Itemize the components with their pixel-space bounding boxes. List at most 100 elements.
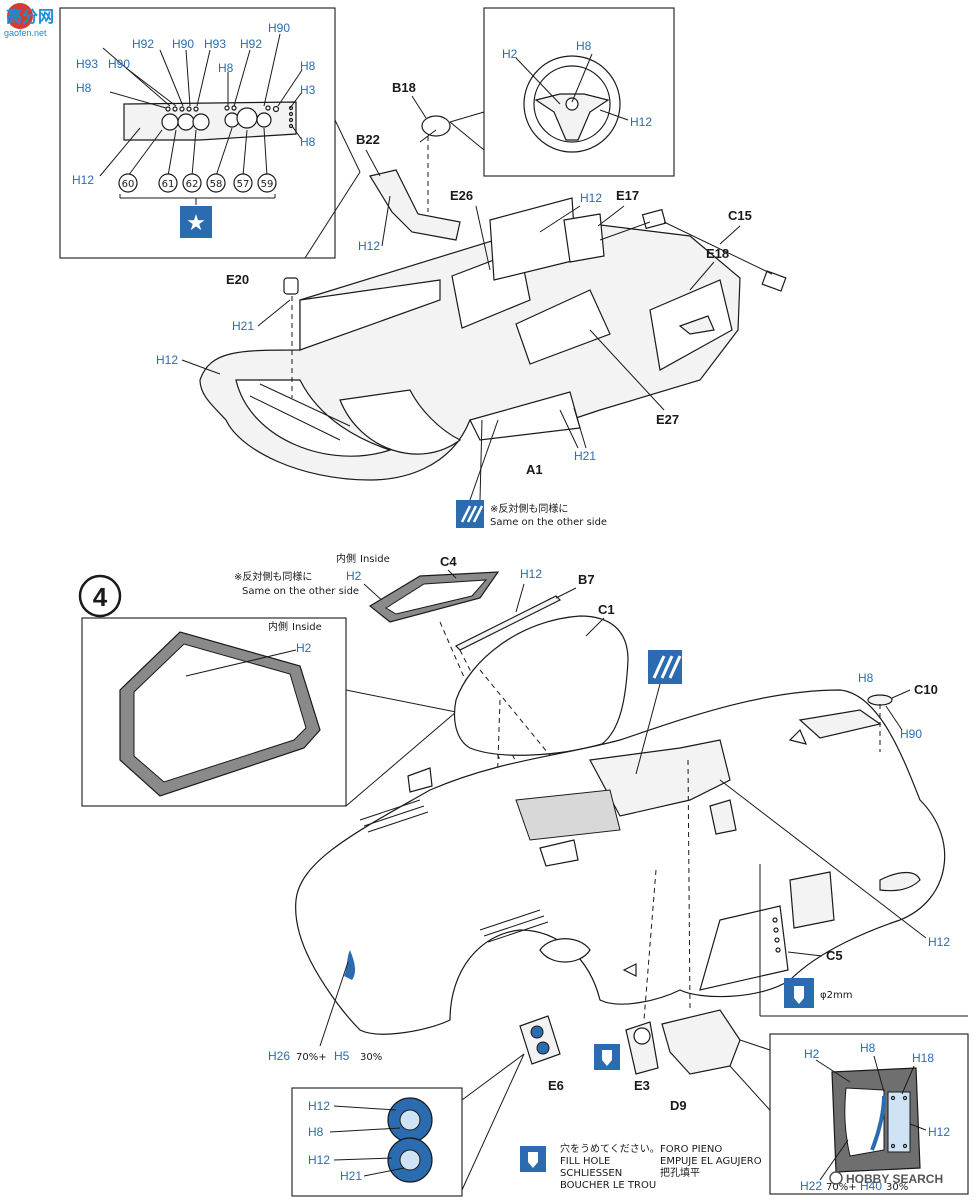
fill-hole-de: SCHLIESSEN <box>560 1168 622 1179</box>
side-intake <box>789 871 835 929</box>
paint-code-h26: H26 <box>268 1049 290 1063</box>
gauge-number: 59 <box>261 179 274 190</box>
paint-code-h40: H40 <box>860 1179 882 1193</box>
mix-ratio: 70%+ <box>296 1052 327 1063</box>
part-label-e17: E17 <box>616 188 639 203</box>
steering-spokes <box>534 93 610 141</box>
part-label-c4: C4 <box>440 554 457 569</box>
paint-code-h8: H8 <box>218 61 234 75</box>
paint-code-h2: H2 <box>296 641 312 655</box>
paint-code-h8: H8 <box>300 135 316 149</box>
part-e17 <box>563 213 605 263</box>
fill-hole-es: EMPUJE EL AGUJERO <box>660 1156 762 1167</box>
wheel-arch-right <box>339 389 462 455</box>
mix-ratio: 70%+ <box>826 1182 857 1193</box>
body-shell <box>295 689 946 1035</box>
inside-label-en: Inside <box>292 622 322 633</box>
mirror-right <box>539 839 579 867</box>
part-label-c10: C10 <box>914 682 938 697</box>
same-other-side-icon <box>648 650 682 684</box>
site-watermark: 高分网 gaofen.net <box>4 3 54 38</box>
side-light-blue <box>344 950 356 980</box>
fill-hole-fr: BOUCHER LE TROU <box>560 1180 656 1191</box>
paint-code-h5: H5 <box>334 1049 350 1063</box>
inside-label-jp: 内側 <box>336 552 356 565</box>
step-number: 4 <box>93 582 108 612</box>
part-label-e6: E6 <box>548 1078 564 1093</box>
paint-code-h12: H12 <box>630 115 652 129</box>
fill-hole-cn: 把孔填平 <box>660 1166 700 1179</box>
part-label-b18: B18 <box>392 80 416 95</box>
note-jp: ※反対側も同様に <box>490 502 568 515</box>
part-label-b22: B22 <box>356 132 380 147</box>
paint-code-h12: H12 <box>520 567 542 581</box>
chassis-tub-assembly: E26 E17 H12 C15 E18 E20 H21 H12 E27 A1 H… <box>156 188 787 528</box>
part-d9 <box>661 1009 741 1075</box>
part-label-c15: C15 <box>728 208 752 223</box>
paint-code-h22: H22 <box>800 1179 822 1193</box>
paint-code-h8: H8 <box>300 59 316 73</box>
paint-code-h90: H90 <box>172 37 194 51</box>
gauge-number-list: 60 61 62 58 57 59 <box>118 173 277 193</box>
part-label-a1: A1 <box>526 462 543 477</box>
part-c15-front <box>641 208 667 230</box>
part-label-d9: D9 <box>670 1098 687 1113</box>
gauge-number: 61 <box>162 179 175 190</box>
chassis-floor-a1 <box>199 219 741 481</box>
part-label-e18: E18 <box>706 246 729 261</box>
paint-code-h8: H8 <box>860 1041 876 1055</box>
part-b18 <box>421 115 451 137</box>
gauge-number: 62 <box>186 179 199 190</box>
seat-well <box>515 789 621 841</box>
paint-code-h21: H21 <box>340 1169 362 1183</box>
part-label-c1: C1 <box>598 602 615 617</box>
paint-code-h12: H12 <box>928 935 950 949</box>
hub-detail-frame <box>291 1087 463 1197</box>
part-label-e27: E27 <box>656 412 679 427</box>
paint-code-h92: H92 <box>132 37 154 51</box>
part-label-e26: E26 <box>450 188 473 203</box>
paint-code-h21: H21 <box>232 319 254 333</box>
part-c10 <box>867 694 893 706</box>
note-en: Same on the other side <box>242 586 359 597</box>
same-side-icon-canopy <box>635 650 682 775</box>
paint-mix-1: H26 70%+ H5 30% <box>268 961 382 1063</box>
steering-wheel-detail-box: H2 H8 H12 <box>449 7 675 177</box>
mix-ratio: 30% <box>360 1052 382 1063</box>
step-number-circle <box>78 574 122 618</box>
paint-code-h12: H12 <box>580 191 602 205</box>
part-label-b7: B7 <box>578 572 595 587</box>
paint-code-h12: H12 <box>358 239 380 253</box>
interior-blue-panel <box>887 1091 911 1153</box>
watermark-logo-icon <box>7 3 33 29</box>
hobbysearch-watermark: HOBBY SEARCH <box>829 1171 943 1186</box>
part-e27-seat <box>515 289 611 365</box>
hobbysearch-text: HOBBY SEARCH <box>846 1172 943 1186</box>
drill-size: φ2mm <box>820 990 852 1001</box>
fill-hole-en: FILL HOLE <box>560 1156 610 1167</box>
paint-code-h12: H12 <box>308 1099 330 1113</box>
step-4-header: 4 <box>78 574 122 618</box>
watermark-site-sub: gaofen.net <box>4 28 47 38</box>
gauge-number: 60 <box>122 179 135 190</box>
window-parts: 内側 Inside ※反対側も同様に H2 Same on the other … <box>234 552 595 771</box>
part-c5-group: C5 <box>699 905 843 991</box>
chassis-side-wall <box>299 279 441 351</box>
part-b22 <box>369 169 461 241</box>
canopy-shell <box>453 615 629 756</box>
paint-code-h90: H90 <box>900 727 922 741</box>
part-label-c5: C5 <box>826 948 843 963</box>
body-outline <box>295 689 946 1035</box>
paint-code-h12: H12 <box>928 1125 950 1139</box>
hobbysearch-logo-icon <box>829 1171 843 1185</box>
star-decal-box <box>180 206 212 238</box>
star-icon: ★ <box>186 210 206 235</box>
paint-code-h2: H2 <box>804 1047 820 1061</box>
drill-hole-note: φ2mm <box>759 864 968 1017</box>
paint-code-h2: H2 <box>502 47 518 61</box>
part-b7-wiper <box>454 595 562 651</box>
paint-code-h12: H12 <box>156 353 178 367</box>
gauge-number: 58 <box>210 179 223 190</box>
hub-detail-box: H12 H8 H12 H21 <box>291 1053 525 1197</box>
